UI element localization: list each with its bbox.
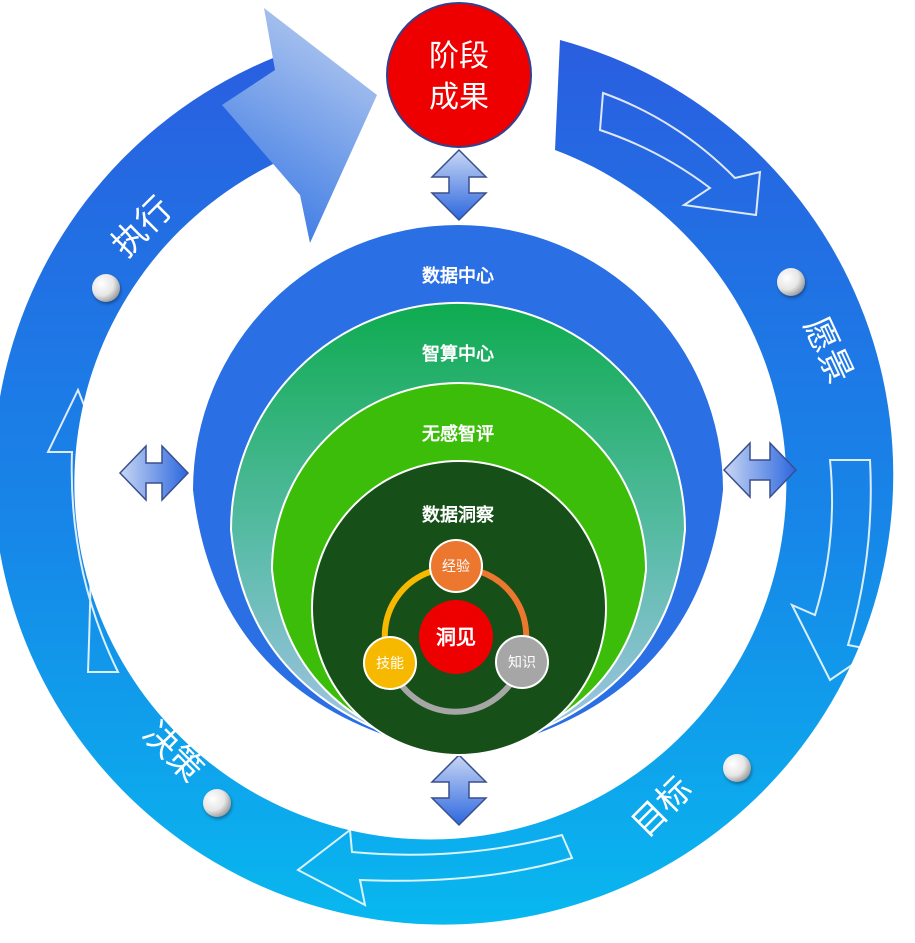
core-insight-label: 洞见: [436, 625, 476, 649]
experience-node: [429, 539, 483, 593]
result-line2: 成果: [429, 80, 489, 115]
milestone-dot: [203, 789, 231, 817]
skill-node: [363, 636, 417, 690]
ring-arrow-right: [789, 459, 877, 682]
layer-label-compute-center: 智算中心: [422, 343, 494, 365]
result-line1: 阶段: [429, 39, 489, 74]
double-arrow-bottom: [430, 753, 488, 827]
ring-arrow-top-right: [598, 91, 762, 217]
core-insight-node: [419, 600, 493, 674]
ring-arrow-left: [46, 387, 120, 673]
knowledge-node: [495, 635, 549, 689]
experience-label: 经验: [442, 559, 470, 575]
layer-label-evaluation: 无感智评: [422, 423, 494, 445]
skill-label: 技能: [376, 656, 404, 672]
double-arrow-right: [722, 441, 798, 499]
result-node: [386, 2, 532, 148]
double-arrow-left: [118, 444, 190, 502]
layer-label-data-center: 数据中心: [422, 265, 494, 287]
ring-arrow-bottom: [296, 828, 574, 907]
milestone-dot: [723, 754, 751, 782]
double-arrow-top: [430, 148, 488, 222]
milestone-dot: [92, 274, 120, 302]
milestone-dot: [777, 268, 805, 296]
layer-label-insight: 数据洞察: [422, 504, 495, 526]
knowledge-label: 知识: [508, 654, 536, 671]
execute-arrow-head: [222, 8, 377, 243]
